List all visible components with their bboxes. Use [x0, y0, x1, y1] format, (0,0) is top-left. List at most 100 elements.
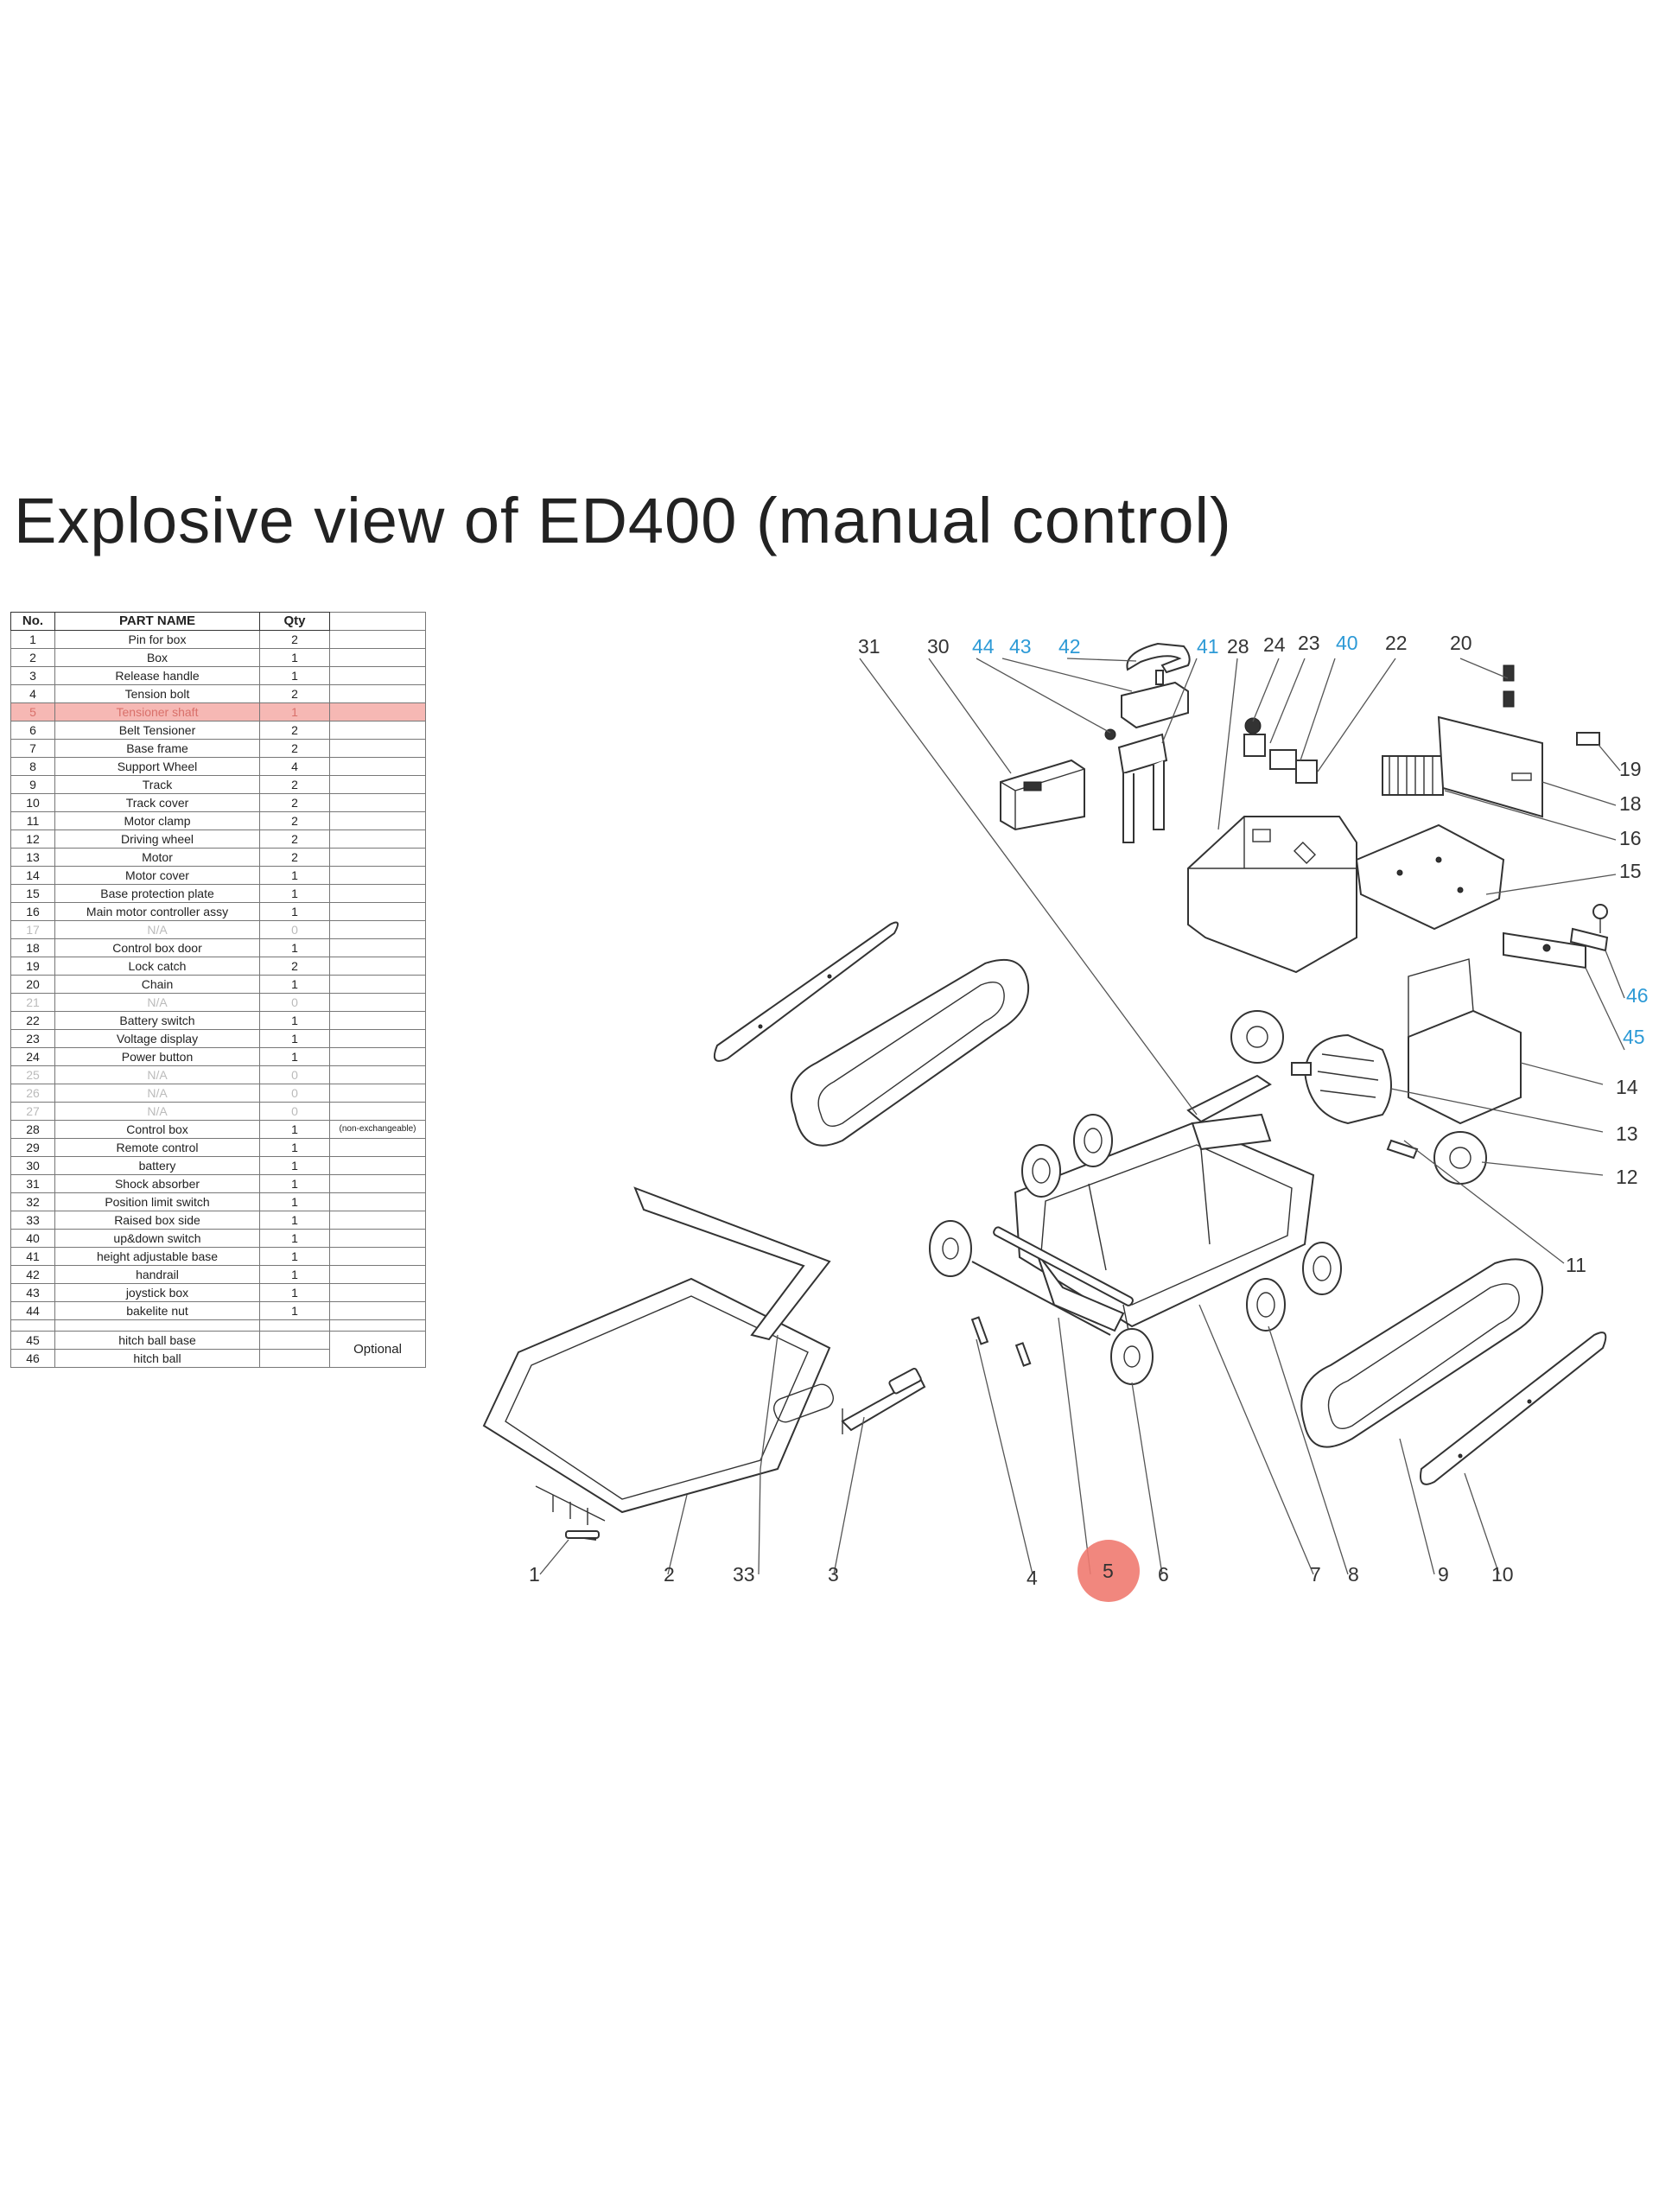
row-qty: 1 — [259, 702, 330, 721]
track-upper — [791, 959, 1030, 1147]
callout-31: 31 — [858, 635, 880, 658]
callout-4: 4 — [1027, 1567, 1038, 1589]
page-title: Explosive view of ED400 (manual control) — [14, 485, 1232, 556]
release-handle — [841, 1368, 926, 1434]
row-no: 22 — [10, 1011, 55, 1030]
callout-46: 46 — [1626, 984, 1649, 1007]
part-drawings — [482, 642, 1609, 1541]
callout-22: 22 — [1385, 632, 1408, 654]
row-part-name: Shock absorber — [54, 1174, 260, 1193]
base-protection-plate — [1355, 823, 1505, 931]
belt-tensioners — [929, 1220, 1154, 1385]
table-header-row: No. PART NAME Qty — [10, 612, 426, 631]
callout-23: 23 — [1298, 632, 1320, 654]
row-part-name: Support Wheel — [54, 757, 260, 776]
row-no: 17 — [10, 920, 55, 939]
row-part-name: Base protection plate — [54, 884, 260, 903]
row-no: 29 — [10, 1138, 55, 1157]
callout-33: 33 — [733, 1563, 755, 1586]
main-motor-controller — [1382, 755, 1444, 796]
callout-9: 9 — [1438, 1563, 1449, 1586]
row-part-name: Remote control — [54, 1138, 260, 1157]
callout-18: 18 — [1619, 792, 1642, 815]
row-no: 33 — [10, 1211, 55, 1230]
callout-11: 11 — [1566, 1254, 1586, 1276]
table-gap-row — [10, 1319, 426, 1332]
shock-absorber — [1186, 1074, 1272, 1123]
row-part-name: Main motor controller assy — [54, 902, 260, 921]
track-cover-lower — [1420, 1332, 1607, 1485]
callout-41: 41 — [1197, 635, 1219, 658]
row-qty — [259, 1349, 330, 1368]
callout-16: 16 — [1619, 827, 1642, 849]
joystick-box — [1121, 670, 1189, 729]
row-no: 32 — [10, 1192, 55, 1211]
callout-5: 5 — [1103, 1560, 1114, 1582]
control-box-door — [1437, 715, 1543, 818]
callout-44: 44 — [972, 635, 995, 658]
handrail — [1126, 642, 1191, 674]
support-wheels — [1021, 1114, 1342, 1332]
hitch-ball — [1569, 904, 1609, 952]
callout-43: 43 — [1009, 635, 1032, 658]
row-part-name: hitch ball base — [54, 1331, 260, 1350]
row-part-name: Motor clamp — [54, 811, 260, 830]
callout-45: 45 — [1623, 1026, 1645, 1048]
callout-20: 20 — [1450, 632, 1472, 654]
tensioner-shaft — [971, 1226, 1134, 1336]
row-part-name: Box — [54, 648, 260, 667]
row-part-name: Voltage display — [54, 1029, 260, 1048]
row-no: 21 — [10, 993, 55, 1012]
row-part-name: Track — [54, 775, 260, 794]
callout-7: 7 — [1310, 1563, 1321, 1586]
row-no: 46 — [10, 1349, 55, 1368]
callout-30: 30 — [927, 635, 950, 658]
row-no: 43 — [10, 1283, 55, 1302]
motor-cover — [1408, 958, 1522, 1125]
row-part-name: up&down switch — [54, 1229, 260, 1248]
lock-catches — [1503, 664, 1600, 746]
callout-28: 28 — [1227, 635, 1249, 658]
control-box — [1187, 816, 1357, 974]
callout-13: 13 — [1616, 1122, 1638, 1145]
leader-lines — [539, 658, 1625, 1575]
motor — [1291, 1033, 1392, 1125]
box-tray — [482, 1186, 834, 1525]
row-part-name: Power button — [54, 1047, 260, 1066]
row-part-name: Release handle — [54, 666, 260, 685]
callout-15: 15 — [1619, 860, 1642, 882]
row-part-name: Base frame — [54, 739, 260, 758]
driving-wheels — [1230, 1010, 1487, 1185]
row-no: 25 — [10, 1065, 55, 1084]
row-no: 15 — [10, 884, 55, 903]
callout-1: 1 — [529, 1563, 540, 1586]
row-part-name: hitch ball — [54, 1349, 260, 1368]
row-part-name: Tension bolt — [54, 684, 260, 703]
optional-label: Optional — [329, 1331, 426, 1368]
